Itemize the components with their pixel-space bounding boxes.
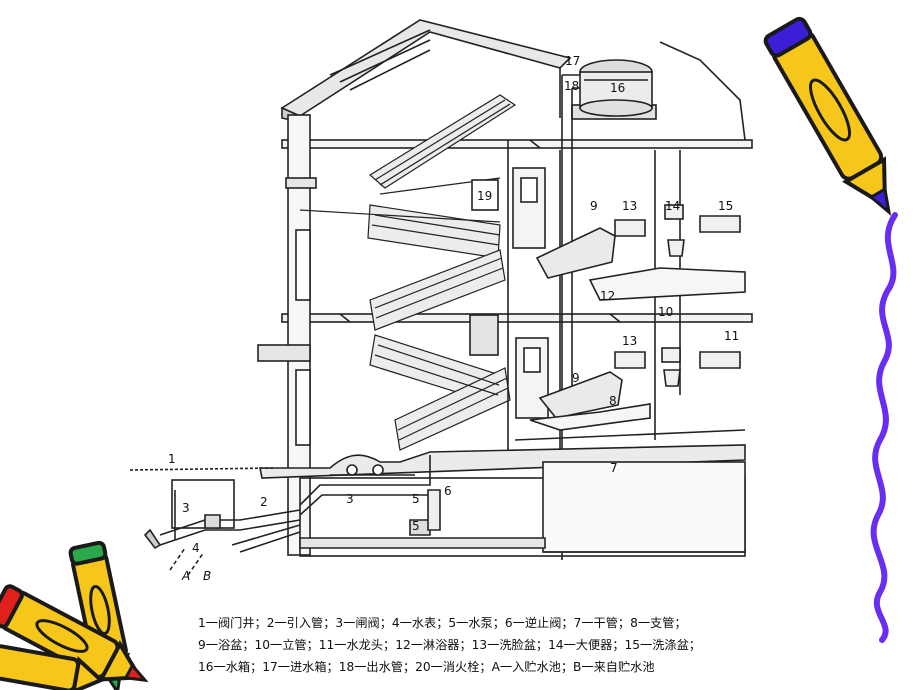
label-16: 16	[610, 81, 625, 95]
label-5b: 5	[412, 519, 420, 533]
crayon-bottom-left-yellow-icon	[0, 644, 105, 690]
label-9b: 9	[572, 371, 580, 385]
label-10: 10	[658, 305, 673, 319]
squiggle-border-icon	[870, 212, 898, 643]
label-5: 5	[412, 492, 420, 506]
crayon-top-right-icon	[763, 16, 892, 216]
legend-line-2: 9一浴盆；10一立管；11一水龙头；12一淋浴器；13一洗脸盆；14一大便器；1…	[198, 638, 701, 652]
label-A: A	[181, 569, 190, 583]
label-15: 15	[718, 199, 733, 213]
legend-caption: 1一阀门井；2一引入管；3一闸阀；4一水表；5一水泵；6一逆止阀；7一干管；8一…	[198, 612, 758, 678]
crayon-bottom-left-red-icon	[0, 584, 149, 683]
callout-labels: 1 2 3 3 4 5 5 6 7 8 9 9 10 11 12 13 13 1…	[168, 54, 739, 583]
label-13: 13	[622, 199, 637, 213]
label-18: 18	[564, 79, 579, 93]
label-7: 7	[610, 461, 618, 475]
label-8: 8	[609, 394, 617, 408]
building-section	[129, 19, 753, 576]
legend-line-1: 1一阀门井；2一引入管；3一闸阀；4一水表；5一水泵；6一逆止阀；7一干管；8一…	[198, 616, 687, 630]
label-11: 11	[724, 329, 739, 343]
label-14: 14	[665, 199, 680, 213]
label-17: 17	[565, 54, 580, 68]
label-6: 6	[444, 484, 452, 498]
label-9: 9	[590, 199, 598, 213]
label-2: 2	[260, 495, 268, 509]
label-4: 4	[192, 541, 200, 555]
label-19: 19	[477, 189, 492, 203]
legend-line-3: 16一水箱；17一进水箱；18一出水管；20一消火栓；A一入贮水池；B一来自贮水…	[198, 660, 655, 674]
label-1: 1	[168, 452, 176, 466]
label-B: B	[203, 569, 211, 583]
label-3b: 3	[182, 501, 190, 515]
label-13b: 13	[622, 334, 637, 348]
label-3: 3	[346, 492, 354, 506]
label-12: 12	[600, 289, 615, 303]
